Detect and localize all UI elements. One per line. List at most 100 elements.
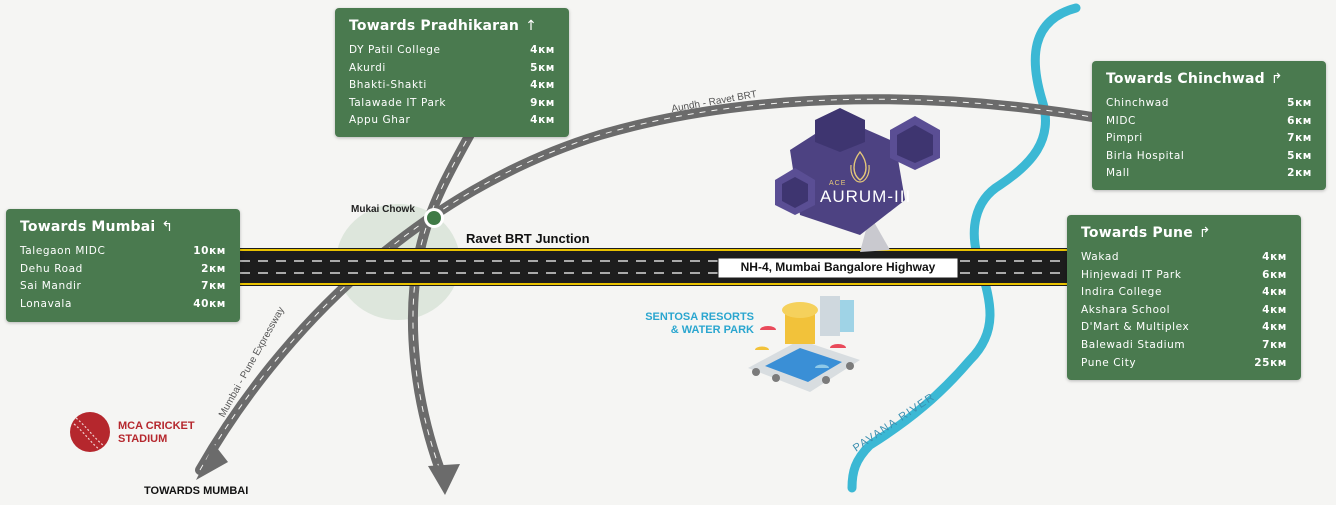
sentosa-label-line2: & WATER PARK	[670, 324, 754, 336]
card-title: Towards Pradhikaran↑	[349, 18, 555, 34]
distance: 4км	[530, 79, 555, 92]
distance: 10км	[193, 245, 226, 257]
water-park-icon	[748, 296, 860, 392]
list-item: Lonavala 40км	[20, 296, 226, 314]
card-towards-pune: Towards Pune ↱ Wakad 4км Hinjewadi IT Park…	[1067, 215, 1301, 380]
place-name: Lonavala	[20, 297, 72, 310]
arrow-turn-right-icon: ↱	[1198, 225, 1211, 241]
list-item: Appu Ghar 4км	[349, 112, 555, 130]
place-name: Balewadi Stadium	[1081, 338, 1186, 351]
list-item: Wakad 4км	[1081, 249, 1287, 267]
list-item: Pimpri 7км	[1106, 130, 1312, 148]
distance: 7км	[1287, 132, 1312, 145]
place-name: Birla Hospital	[1106, 149, 1185, 162]
distance: 9км	[530, 96, 555, 109]
distance: 6км	[1262, 268, 1287, 281]
distance: 2км	[201, 262, 226, 275]
junction-pin-icon-inner	[427, 211, 441, 225]
list-item: Mall 2км	[1106, 165, 1312, 183]
sentosa-label: SENTOSA RESORTS & WATER PARK	[620, 311, 754, 337]
card-towards-mumbai: Towards Mumbai ↰ Talegaon MIDC 10км Dehu R…	[6, 209, 240, 322]
distance: 6км	[1287, 114, 1312, 127]
distance: 4км	[530, 44, 555, 56]
distance: 5км	[530, 61, 555, 74]
card-title-text: Towards Mumbai	[20, 219, 156, 235]
list-item: Akurdi 5км	[349, 60, 555, 78]
distance: 4км	[1262, 286, 1287, 299]
place-name: Pimpri	[1106, 132, 1143, 145]
distance: 4км	[1262, 321, 1287, 334]
distance: 4км	[530, 114, 555, 127]
place-name: Dehu Road	[20, 262, 83, 275]
place-name: Chinchwad	[1106, 97, 1170, 109]
distance: 5км	[1287, 97, 1312, 109]
arrow-turn-right-icon: ↱	[1270, 71, 1283, 87]
list-item: Birla Hospital 5км	[1106, 148, 1312, 166]
project-brand-label: ACE	[829, 180, 847, 187]
card-title: Towards Mumbai ↰	[20, 219, 226, 235]
pavana-river-label: PAVANA RIVER	[851, 391, 938, 455]
place-name: Akurdi	[349, 61, 386, 74]
card-title-text: Towards Chinchwad	[1106, 71, 1265, 87]
sentosa-label-line1: SENTOSA RESORTS	[645, 311, 754, 323]
mca-stadium-label: MCA CRICKET STADIUM	[118, 420, 195, 446]
list-item: Chinchwad 5км	[1106, 95, 1312, 113]
place-name: Mall	[1106, 167, 1130, 180]
distance: 5км	[1287, 149, 1312, 162]
place-name: Pune City	[1081, 356, 1137, 369]
mukai-chowk-label: Mukai Chowk	[351, 204, 415, 215]
distance: 4км	[1262, 251, 1287, 263]
ravet-junction-label: Ravet BRT Junction	[466, 231, 590, 246]
distance: 7км	[201, 280, 226, 293]
distance: 4км	[1262, 303, 1287, 316]
mca-label-line2: STADIUM	[118, 433, 168, 445]
place-name: Talawade IT Park	[349, 96, 447, 109]
card-title-text: Towards Pune	[1081, 225, 1193, 241]
list-item: MIDC 6км	[1106, 113, 1312, 131]
highway-label-plate	[717, 257, 959, 279]
place-name: Hinjewadi IT Park	[1081, 268, 1182, 281]
place-name: Wakad	[1081, 251, 1120, 263]
distance: 2км	[1287, 167, 1312, 180]
card-title-text: Towards Pradhikaran	[349, 18, 520, 34]
aundh-ravet-brt-centerline	[199, 98, 1111, 471]
place-name: Bhakti-Shakti	[349, 79, 427, 92]
towards-mumbai-label: TOWARDS MUMBAI	[144, 485, 249, 497]
place-name: DY Patil College	[349, 44, 441, 56]
place-name: MIDC	[1106, 114, 1136, 127]
card-title: Towards Pune ↱	[1081, 225, 1287, 241]
list-item: Talawade IT Park 9км	[349, 95, 555, 113]
aurum-logo-icon	[850, 150, 870, 183]
place-name: D'Mart & Multiplex	[1081, 321, 1190, 334]
list-item: Bhakti-Shakti 4км	[349, 77, 555, 95]
arrow-turn-left-icon: ↰	[161, 219, 174, 235]
list-item: Sai Mandir 7км	[20, 278, 226, 296]
towards-south-arrowhead	[428, 464, 460, 495]
project-name-label: AURUM-III	[820, 187, 912, 206]
place-name: Akshara School	[1081, 303, 1171, 316]
distance: 7км	[1262, 338, 1287, 351]
list-item: Dehu Road 2км	[20, 261, 226, 279]
place-name: Appu Ghar	[349, 114, 411, 127]
place-name: Sai Mandir	[20, 280, 82, 293]
list-item: Akshara School 4км	[1081, 302, 1287, 320]
card-title: Towards Chinchwad ↱	[1106, 71, 1312, 87]
card-towards-pradhikaran: Towards Pradhikaran↑ DY Patil College 4км…	[335, 8, 569, 137]
distance: 40км	[193, 297, 226, 310]
list-item: Balewadi Stadium 7км	[1081, 337, 1287, 355]
distance: 25км	[1254, 356, 1287, 369]
place-name: Talegaon MIDC	[20, 245, 106, 257]
list-item: Talegaon MIDC 10км	[20, 243, 226, 261]
highway-label: NH-4, Mumbai Bangalore Highway	[740, 260, 936, 274]
towards-mumbai-arrowhead	[196, 444, 228, 480]
list-item: DY Patil College 4км	[349, 42, 555, 60]
list-item: D'Mart & Multiplex 4км	[1081, 319, 1287, 337]
aurum-project-graphic	[775, 108, 940, 252]
cricket-ball-icon	[70, 412, 110, 452]
list-item: Pune City 25км	[1081, 355, 1287, 373]
list-item: Hinjewadi IT Park 6км	[1081, 267, 1287, 285]
mca-label-line1: MCA CRICKET	[118, 420, 195, 432]
